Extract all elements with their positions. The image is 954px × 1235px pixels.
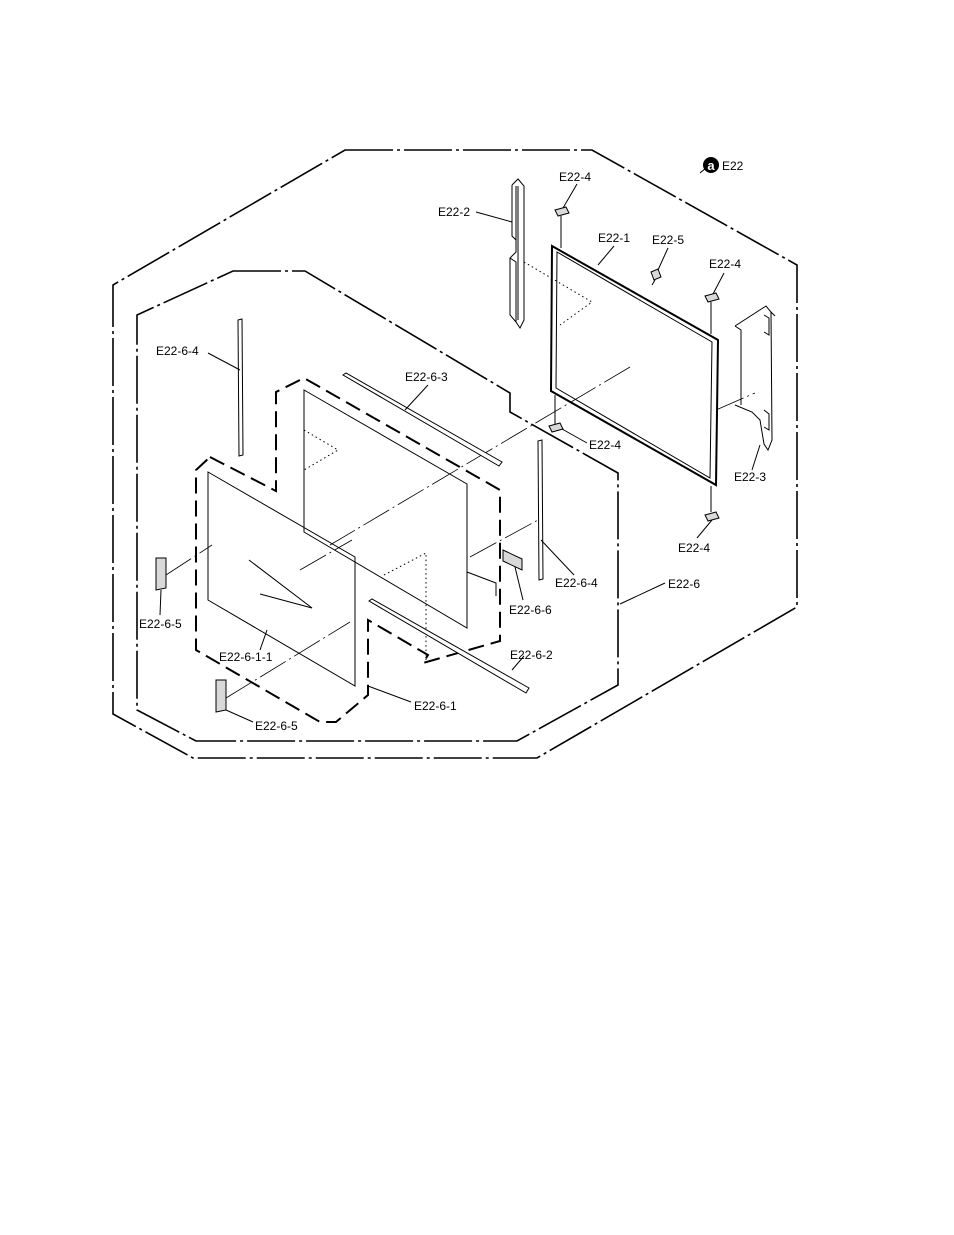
right-bracket-part [734,305,776,452]
leader-lines [159,162,761,723]
label-e22: E22 [722,159,744,173]
label-e22-1: E22-1 [598,231,630,245]
tape-bottom [215,679,227,713]
vertical-strip-left [237,318,244,457]
lcd-frame-part [549,244,720,487]
bottom-strip-part [368,598,530,694]
guide-lines-bottom [165,519,539,699]
inner-subassembly-boundary [136,270,619,742]
label-e22-6-1-1: E22-6-1-1 [219,650,273,664]
label-e22-6-5-left: E22-6-5 [139,617,182,631]
top-strip-part [342,372,503,467]
diffuser-panel [303,389,468,660]
label-e22-2: E22-2 [438,205,470,219]
outer-assembly-boundary [112,149,798,759]
label-e22-6-1: E22-6-1 [414,699,457,713]
label-e22-6-2: E22-6-2 [510,648,553,662]
label-e22-6-5-bottom: E22-6-5 [255,719,298,733]
touch-panel-group-boundary [195,376,501,723]
tab-part [650,268,662,281]
touch-panel [207,471,356,687]
connector-tab [466,549,523,596]
assembly-marker-badge [703,157,719,173]
left-bracket-part [509,178,525,329]
tape-left [155,557,167,591]
clip-parts [548,206,720,522]
label-e22-6-3: E22-6-3 [405,370,448,384]
label-e22-6-4-bottom: E22-6-4 [555,576,598,590]
label-e22-4-right: E22-4 [709,257,741,271]
guide-lines-top [329,261,756,546]
assembly-marker-letter: a [707,158,715,173]
label-e22-4-top: E22-4 [559,170,591,184]
vertical-strip-right [537,439,544,581]
label-e22-6: E22-6 [668,577,700,591]
label-e22-3: E22-3 [734,470,766,484]
label-e22-5: E22-5 [652,233,684,247]
label-e22-6-6: E22-6-6 [509,603,552,617]
connector-lines [554,216,712,512]
label-e22-4-bottom: E22-4 [678,541,710,555]
label-e22-4-middle: E22-4 [589,438,621,452]
label-e22-6-4-top: E22-6-4 [156,344,199,358]
